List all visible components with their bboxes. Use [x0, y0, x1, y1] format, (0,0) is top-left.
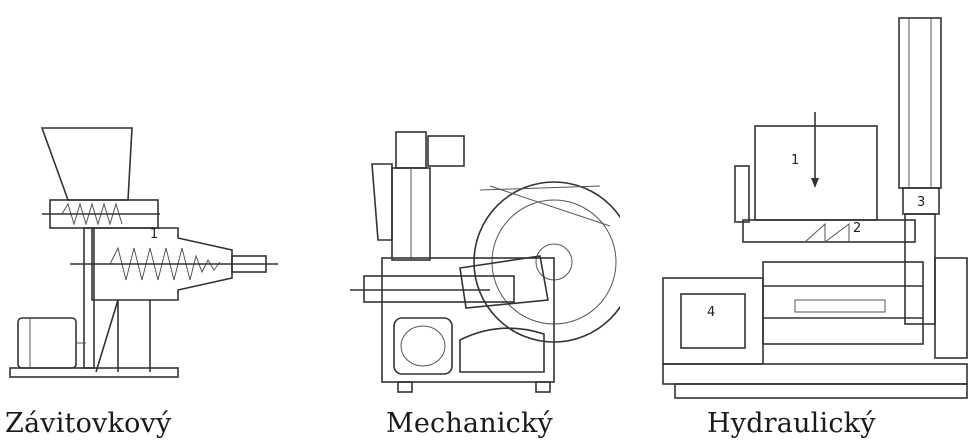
feed-screw	[61, 202, 123, 226]
connecting-rod	[459, 255, 549, 309]
foot-right	[535, 381, 551, 393]
caption-mechanical: Mechanický	[386, 408, 553, 439]
caption-hydraulic: Hydraulický	[707, 408, 876, 439]
horizontal-cylinder	[662, 277, 764, 365]
hopper-box	[754, 125, 878, 221]
compaction-zone	[742, 219, 916, 243]
frame	[381, 257, 555, 383]
hydraulic-press-drawing: 1 2 3 4	[662, 17, 968, 399]
lower-motor	[393, 317, 453, 375]
press-chamber	[762, 261, 924, 345]
motor	[17, 317, 77, 369]
mechanical-press-panel: Mechanický	[340, 0, 620, 447]
caption-screw: Závitovkový	[5, 408, 172, 439]
foot-left	[397, 381, 413, 393]
part-label-3: 3	[917, 195, 925, 210]
gear-housing	[459, 327, 545, 373]
hopper	[40, 127, 133, 201]
part-label-1: 1	[791, 153, 799, 168]
base-rail	[662, 363, 968, 385]
end-block	[934, 257, 968, 359]
nozzle	[231, 255, 267, 273]
screw-press-drawing: 1	[9, 127, 278, 378]
gearbox	[395, 131, 427, 169]
base	[9, 367, 179, 378]
hydraulic-press-panel: 1 2 3 4 Hydraulický	[655, 0, 977, 447]
screw-press-panel: 1 Závitovkový	[0, 0, 300, 447]
ram-housing	[363, 275, 515, 303]
hopper	[371, 163, 393, 241]
part-label-2: 2	[853, 221, 861, 236]
right-column	[904, 213, 936, 325]
part-label-4: 4	[707, 305, 715, 320]
part-label: 1	[150, 227, 158, 242]
vertical-cylinder	[898, 17, 942, 189]
top-motor	[427, 135, 465, 167]
mechanical-press-drawing	[350, 131, 620, 393]
base-foot	[674, 383, 968, 399]
barrel	[91, 227, 233, 301]
